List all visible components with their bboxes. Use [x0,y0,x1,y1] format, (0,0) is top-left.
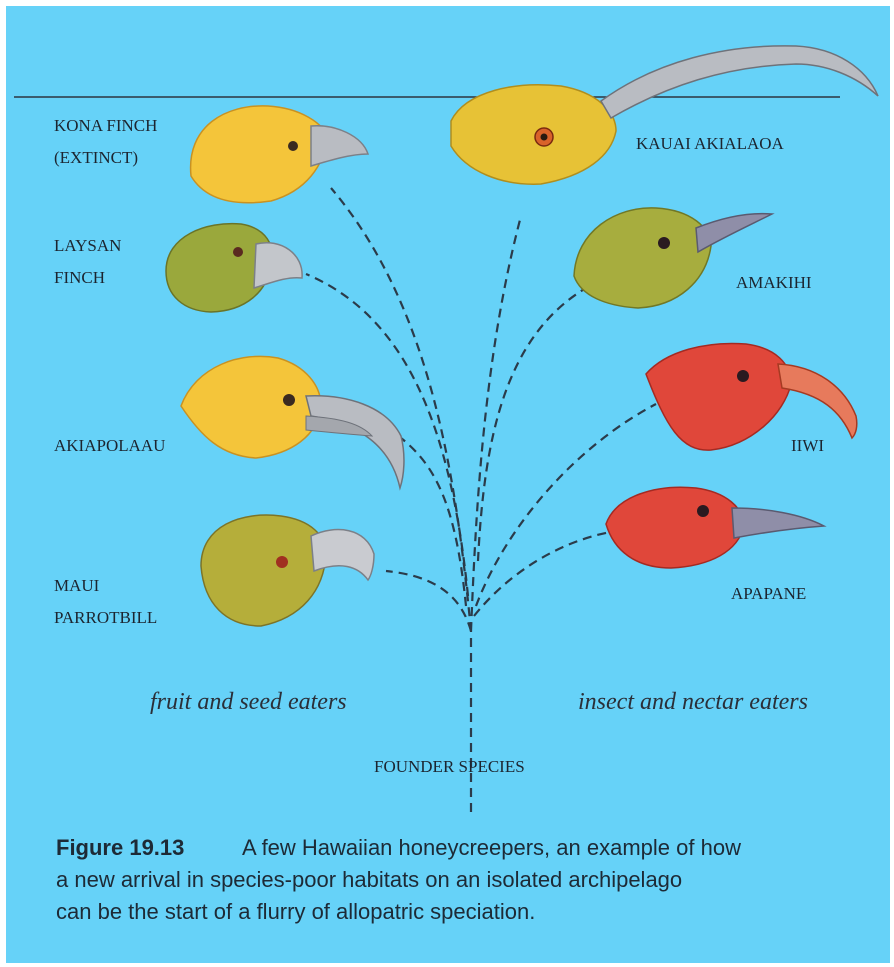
label-akiapolaau: AKIAPOLAAU [54,436,165,455]
label-iiwi: IIWI [791,436,824,455]
honeycreeper-diagram: KONA FINCH (EXTINCT) LAYSAN FINCH AKIAPO… [6,6,890,963]
caption-line-2: a new arrival in species-poor habitats o… [56,867,682,892]
label-kona-finch-status: (EXTINCT) [54,148,138,167]
caption-figure-number: Figure 19.13 [56,835,184,860]
label-laysan-finch-line1: LAYSAN [54,236,121,255]
founder-species-label: FOUNDER SPECIES [374,757,525,776]
caption-line-3: can be the start of a flurry of allopatr… [56,899,535,924]
caption-line-1: A few Hawaiian honeycreepers, an example… [242,835,741,860]
group-label-left: fruit and seed eaters [150,689,347,715]
group-label-right: insect and nectar eaters [578,689,808,715]
label-maui-parrotbill-line2: PARROTBILL [54,608,157,627]
label-amakihi: AMAKIHI [736,273,812,292]
label-apapane: APAPANE [731,584,806,603]
label-kauai-akialaoa: KAUAI AKIALAOA [636,134,785,153]
label-maui-parrotbill-line1: MAUI [54,576,100,595]
label-laysan-finch-line2: FINCH [54,268,105,287]
label-kona-finch: KONA FINCH [54,116,157,135]
